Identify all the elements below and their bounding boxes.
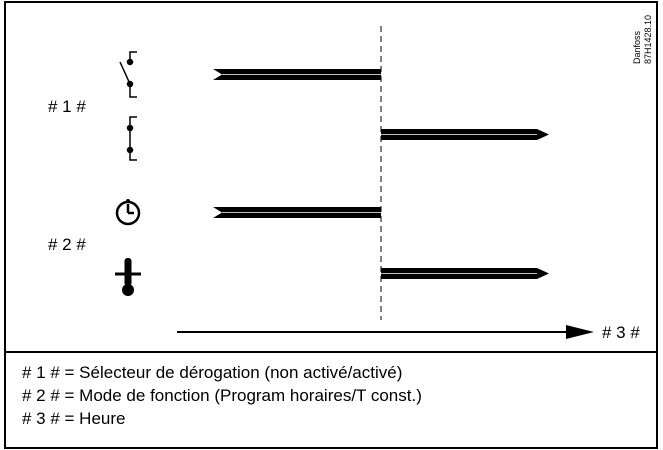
legend-item-2: # 2 # = Mode de fonction (Program horair… xyxy=(22,386,422,405)
legend-item-3: # 3 # = Heure xyxy=(22,409,126,428)
switch-open-icon xyxy=(119,51,137,98)
ref-code-line2: 87H1428.10 xyxy=(643,15,653,64)
clock-icon xyxy=(115,199,141,226)
row1-on-bar xyxy=(381,129,549,140)
axis-label-time: # 3 # xyxy=(602,323,640,342)
thermometer-icon xyxy=(115,258,141,296)
legend-item-1: # 1 # = Sélecteur de dérogation (non act… xyxy=(22,363,403,382)
row2-const-bar xyxy=(381,268,549,279)
row-label-2: # 2 # xyxy=(48,235,86,254)
signal-bars xyxy=(213,69,549,279)
row-label-1: # 1 # xyxy=(48,97,86,116)
time-axis xyxy=(177,325,594,339)
switch-closed-icon xyxy=(126,116,137,161)
ref-code-line1: Danfoss xyxy=(632,30,642,64)
row1-off-bar xyxy=(213,69,381,80)
row2-clock-bar xyxy=(213,207,381,218)
